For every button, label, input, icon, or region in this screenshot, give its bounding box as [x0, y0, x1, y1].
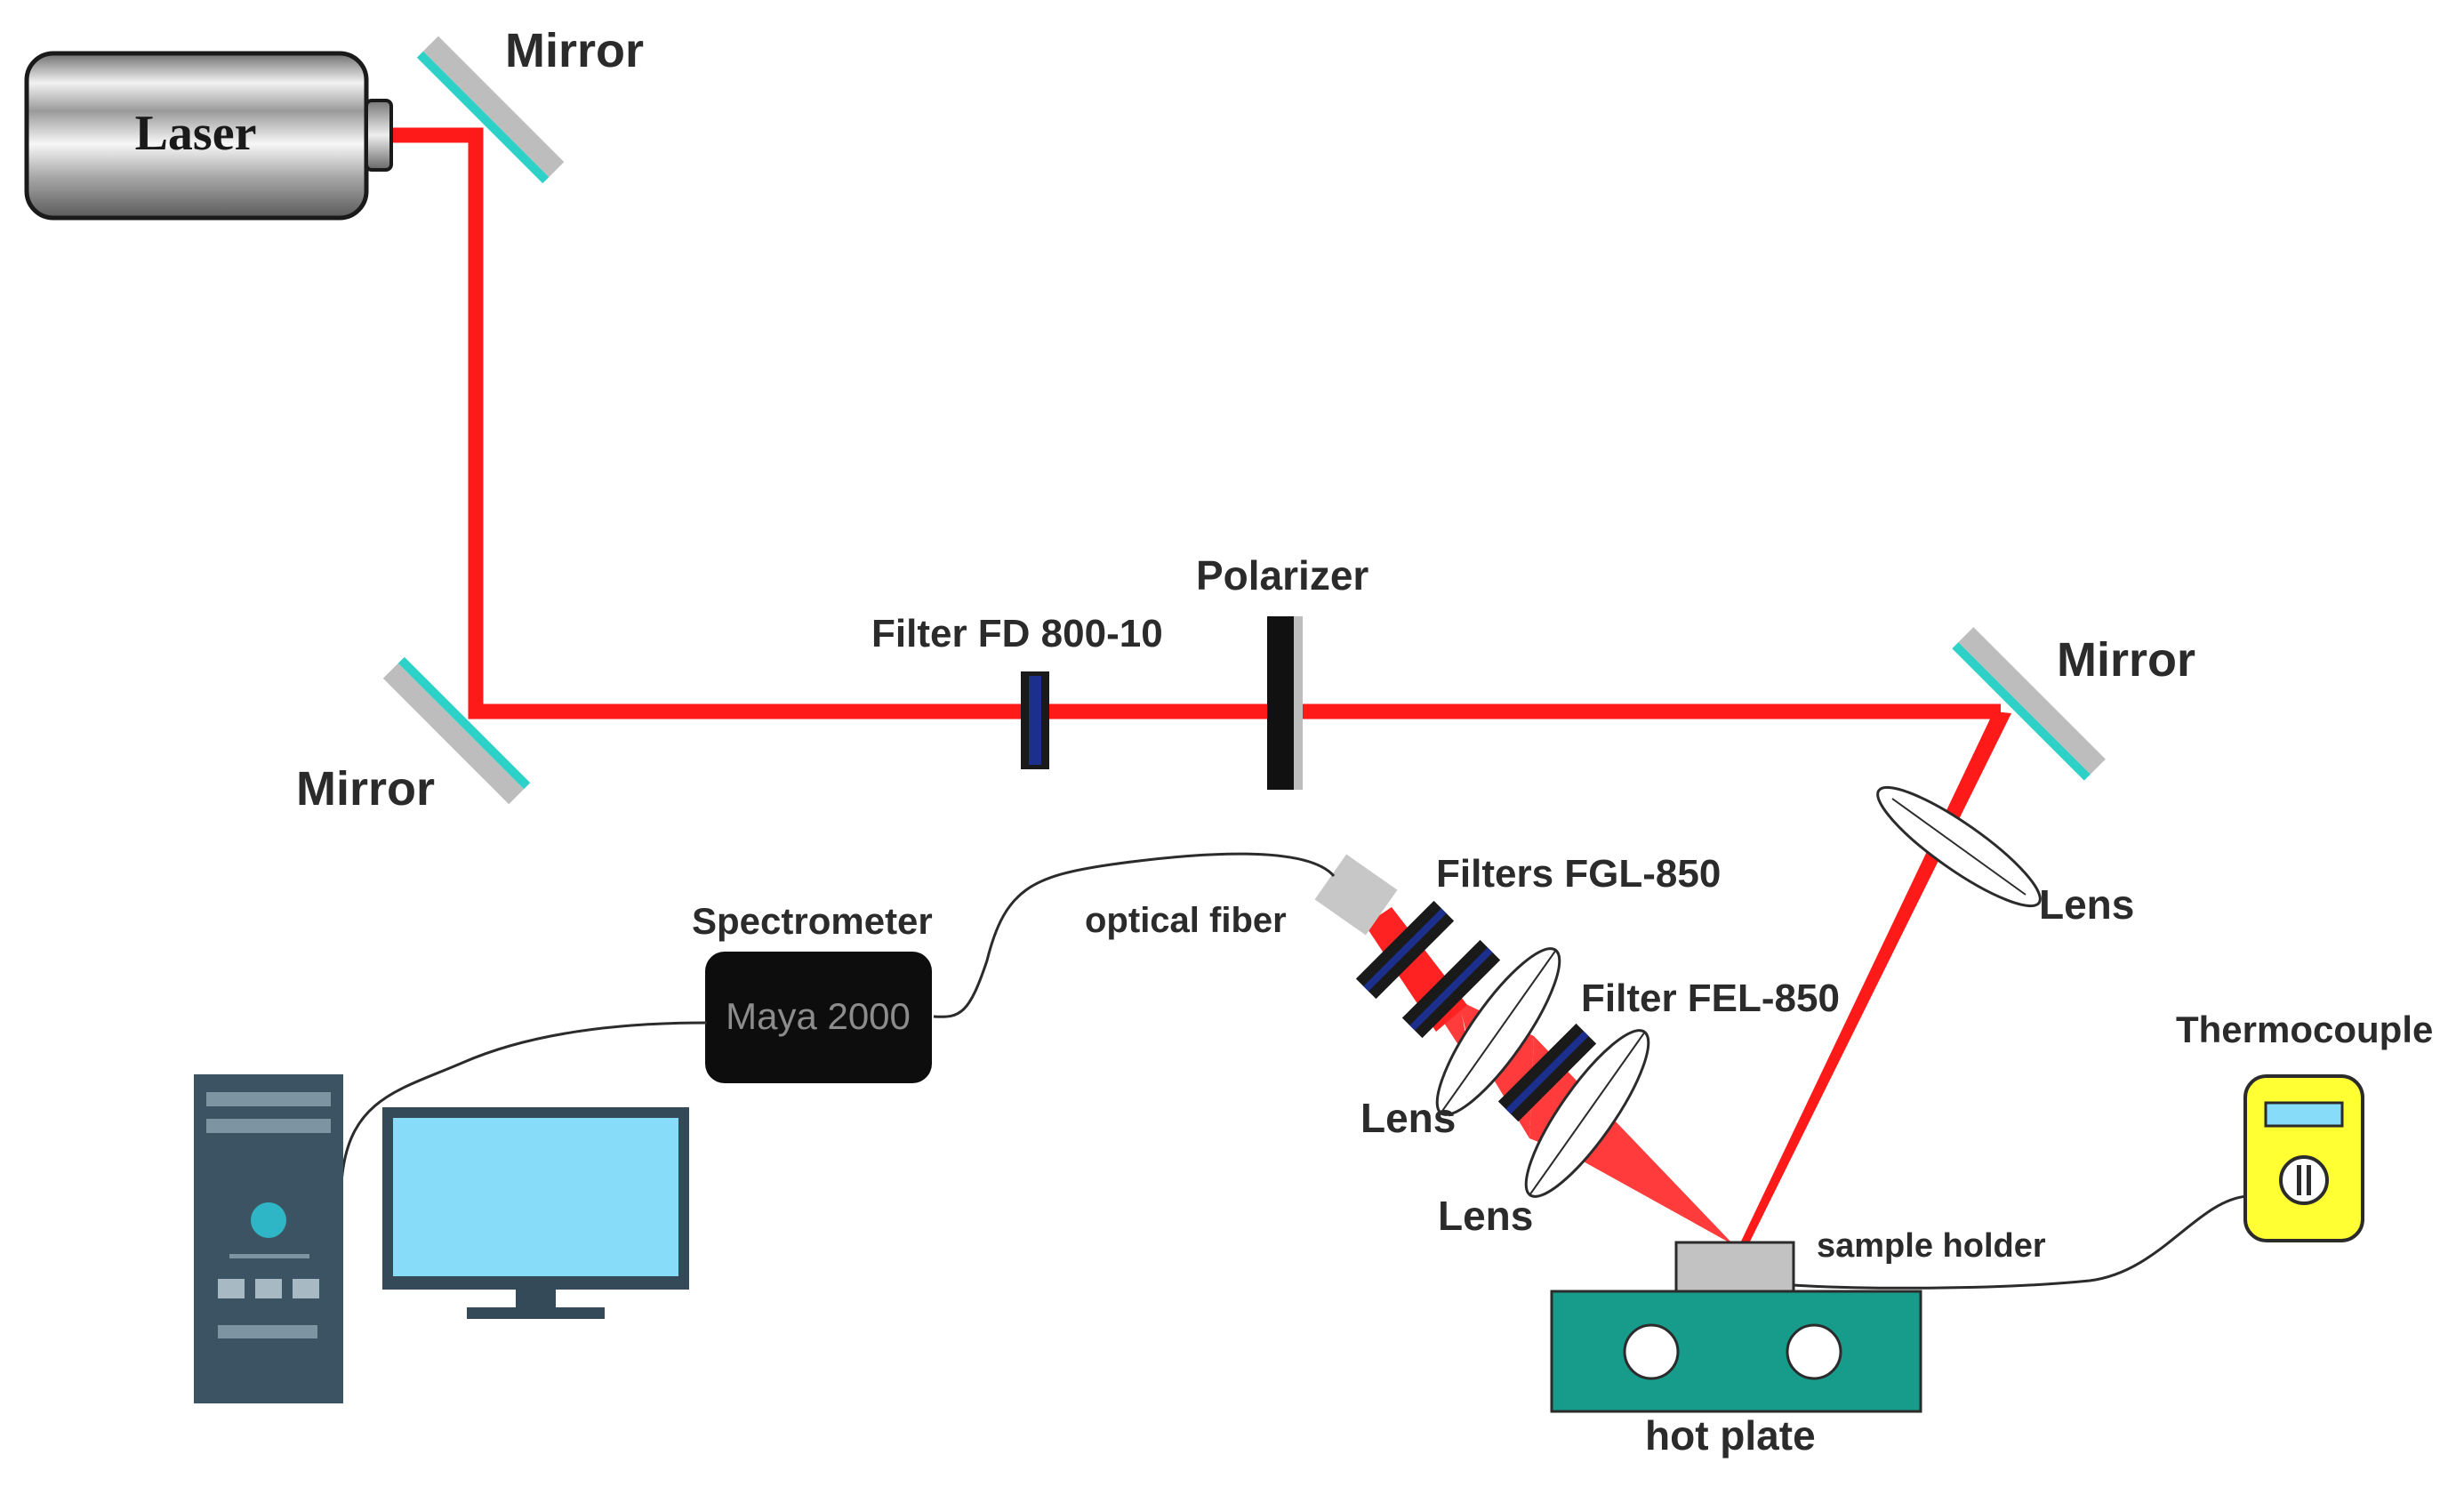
fiber-head	[1314, 854, 1398, 936]
laser-device: Laser	[24, 51, 393, 221]
spectrometer: Maya 2000	[705, 952, 932, 1083]
lens-upper-label: Lens	[1360, 1095, 1456, 1141]
mirror-left	[382, 656, 531, 805]
beam-laser-to-mirror	[384, 127, 2001, 719]
spectrometer-label: Spectrometer	[692, 900, 933, 942]
mirror-right-label: Mirror	[2057, 633, 2195, 687]
sample-holder-label: sample holder	[1817, 1227, 2046, 1265]
sample-holder	[1674, 1241, 1795, 1293]
lens-lower	[1524, 1029, 1650, 1198]
lens-upper	[1435, 947, 1561, 1116]
mirror-left-label: Mirror	[296, 762, 435, 816]
polarizer	[1267, 616, 1303, 790]
computer-monitor	[382, 1107, 689, 1319]
lens-lower-label: Lens	[1438, 1193, 1533, 1239]
optical-fiber-label: optical fiber	[1085, 901, 1287, 940]
spectrometer-model: Maya 2000	[726, 995, 911, 1037]
mirror-top	[416, 36, 565, 184]
mirror-right	[1952, 627, 2106, 781]
filter-fd-label: Filter FD 800-10	[871, 612, 1163, 655]
laser-label: Laser	[135, 106, 257, 161]
polarizer-label: Polarizer	[1196, 552, 1368, 599]
thermocouple-label: Thermocouple	[2176, 1009, 2433, 1050]
hot-plate-label: hot plate	[1645, 1412, 1816, 1459]
laser-beam	[384, 127, 2011, 1245]
optical-fiber	[933, 852, 1336, 1018]
thermocouple-wire	[1793, 1194, 2248, 1290]
filters-fgl-label: Filters FGL-850	[1436, 852, 1721, 896]
filter-fel-label: Filter FEL-850	[1581, 977, 1840, 1020]
lens-right	[1876, 785, 2042, 908]
filters-fgl	[1355, 900, 1501, 1039]
computer-tower	[194, 1074, 343, 1403]
filter-fel	[1497, 1023, 1597, 1122]
lens-right-label: Lens	[2039, 881, 2134, 928]
filter-fd	[1021, 671, 1049, 769]
hot-plate	[1550, 1290, 1922, 1413]
thermocouple	[2243, 1074, 2364, 1242]
mirror-top-label: Mirror	[505, 24, 644, 77]
